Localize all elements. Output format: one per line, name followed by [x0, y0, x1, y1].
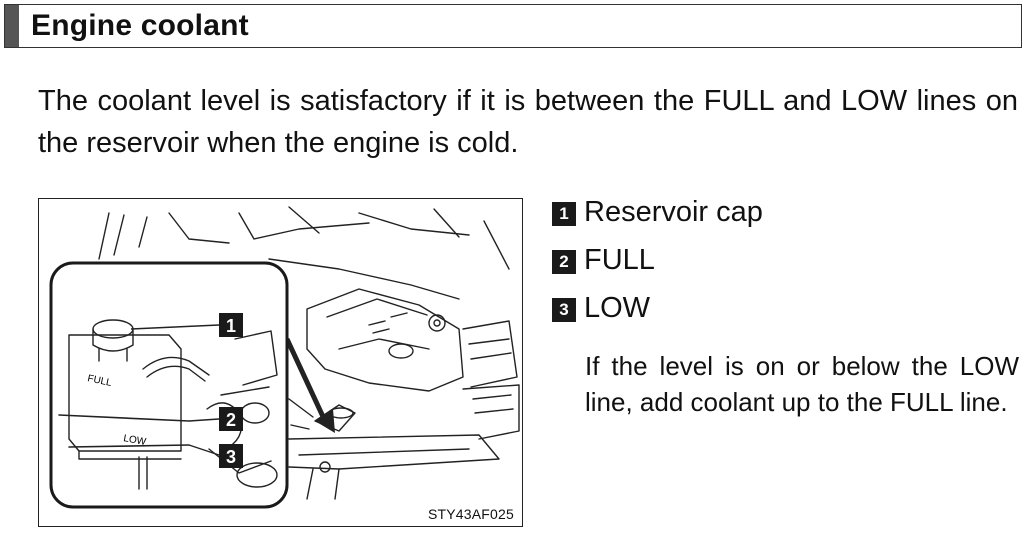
- note-text-1: If the level is on or below the: [585, 351, 960, 381]
- legend-label-2: FULL: [584, 244, 655, 276]
- legend-number-2: 2: [552, 250, 576, 274]
- legend-item-full: 2 FULL: [552, 240, 1022, 288]
- section-header: Engine coolant: [4, 4, 1022, 48]
- legend-number-3: 3: [552, 298, 576, 322]
- callout-2: 2: [226, 410, 236, 430]
- note-text-3: line.: [952, 387, 1008, 417]
- figure-code: STY43AF025: [427, 506, 514, 522]
- refill-note: If the level is on or below the LOW line…: [585, 348, 1019, 420]
- callout-2-box: [219, 407, 243, 431]
- tank-full-mark: FULL: [86, 373, 113, 389]
- legend-label-1: Reservoir cap: [584, 196, 763, 228]
- engine-coolant-figure: FULL LOW 1 2 3 STY43AF025: [38, 198, 523, 527]
- legend-label-3: LOW: [584, 292, 651, 324]
- engine-bay-illustration: FULL LOW 1 2 3: [49, 206, 520, 509]
- callout-3-box: [219, 444, 243, 468]
- legend-number-1: 1: [552, 202, 576, 226]
- intro-paragraph: The coolant level is satisfactory if it …: [38, 85, 1018, 159]
- callout-3: 3: [226, 447, 236, 467]
- tank-low-mark: LOW: [122, 433, 147, 448]
- note-low: LOW: [959, 351, 1019, 381]
- legend-item-reservoir-cap: 1 Reservoir cap: [552, 192, 1022, 240]
- note-full: FULL: [890, 387, 953, 417]
- legend: 1 Reservoir cap 2 FULL 3 LOW: [552, 192, 1022, 336]
- callout-1: 1: [226, 316, 236, 336]
- legend-item-low: 3 LOW: [552, 288, 1022, 336]
- section-header-bar: [5, 5, 19, 47]
- note-text-2: line, add coolant up to the: [585, 387, 891, 417]
- callout-1-box: [219, 313, 243, 337]
- section-title: Engine coolant: [31, 9, 249, 42]
